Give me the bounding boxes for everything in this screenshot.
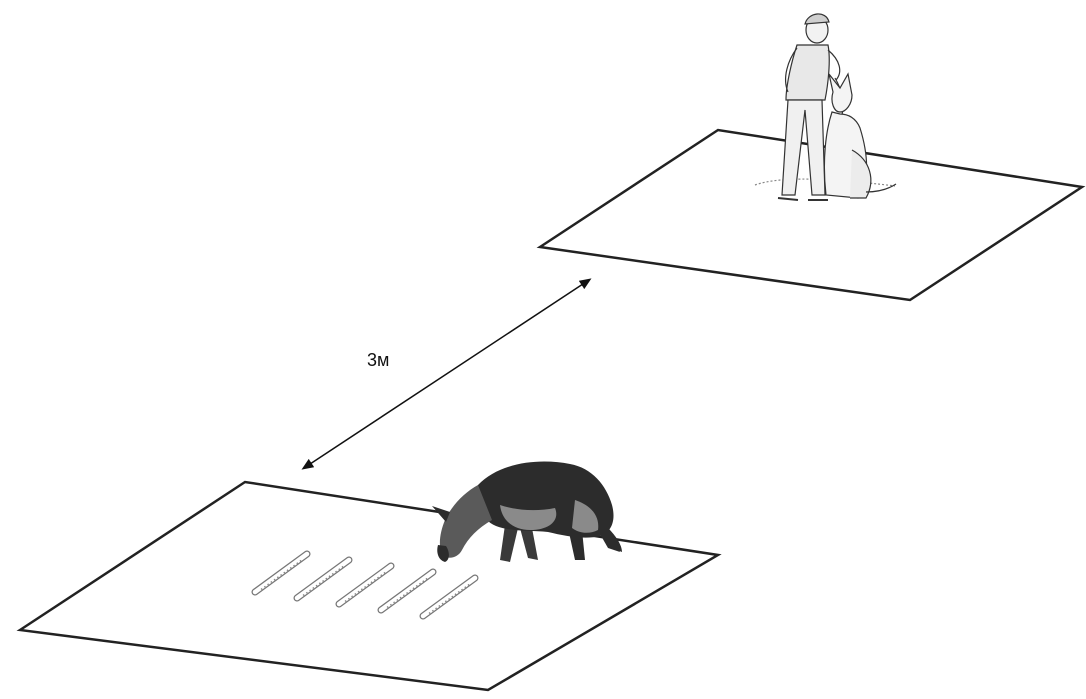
stick-group bbox=[251, 550, 479, 620]
distance-label: 3м bbox=[367, 350, 390, 370]
wooden-stick bbox=[419, 574, 479, 620]
seated-dog-figure bbox=[823, 72, 897, 199]
wooden-stick bbox=[335, 562, 395, 608]
handler-area bbox=[536, 128, 1086, 302]
wooden-stick bbox=[251, 550, 311, 596]
sniffing-dog-figure bbox=[432, 461, 622, 562]
distance-arrow bbox=[301, 278, 592, 470]
wooden-stick bbox=[377, 568, 437, 614]
handler-figure bbox=[754, 13, 896, 201]
wooden-stick bbox=[293, 556, 353, 602]
